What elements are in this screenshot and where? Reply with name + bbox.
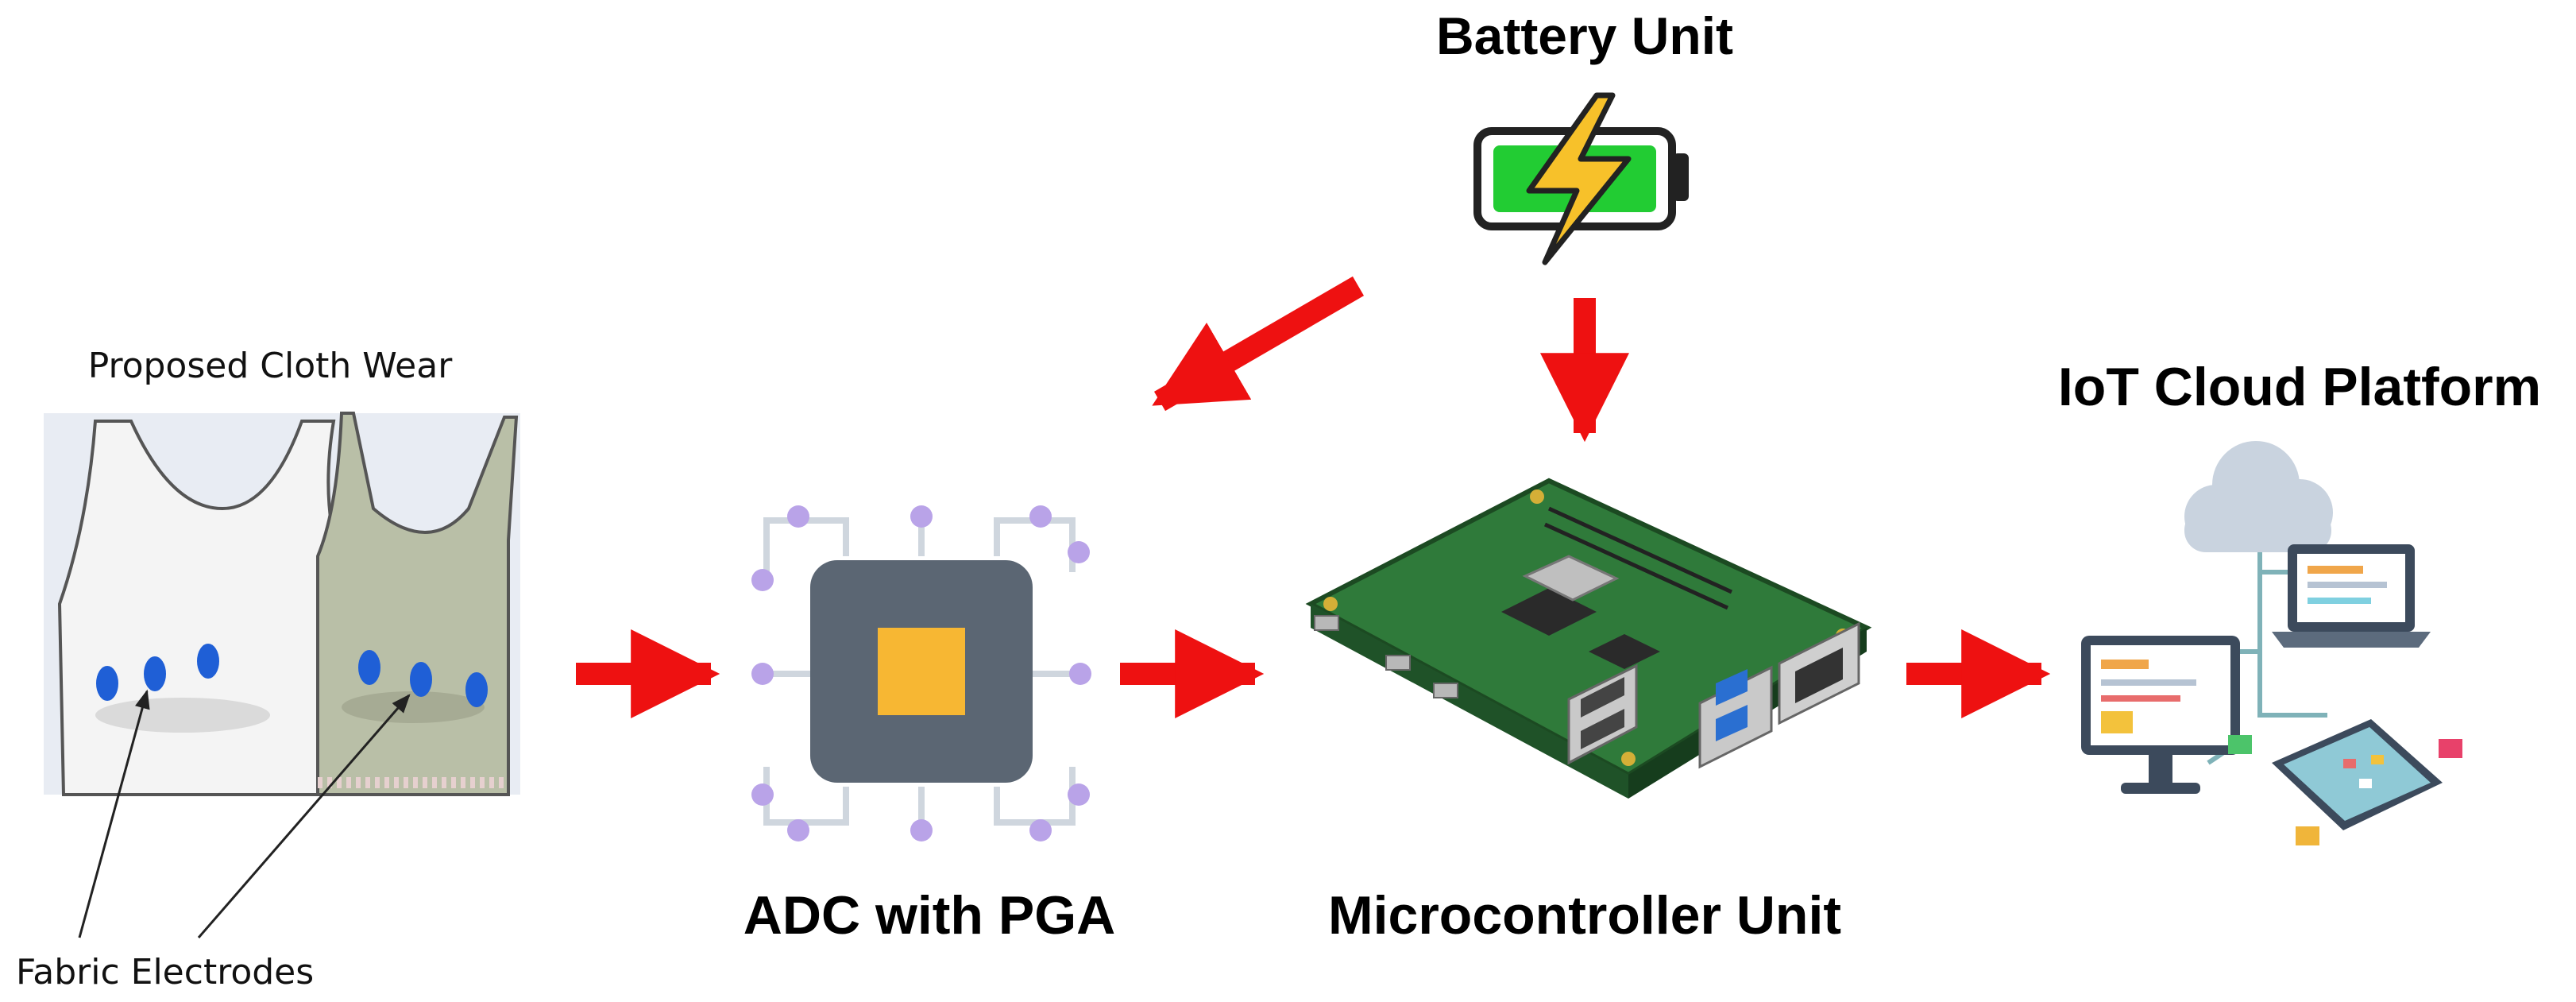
lightning-bolt-icon — [1526, 92, 1632, 265]
microcontroller-label: Microcontroller Unit — [1328, 885, 1841, 946]
flow-arrows — [576, 276, 2051, 718]
iot-cloud-illustration — [2081, 441, 2462, 845]
battery-icon — [1473, 92, 1689, 265]
chip-icon — [751, 505, 1091, 841]
arrow-battery-to-adc — [1152, 276, 1365, 412]
cloth-wear-label: Proposed Cloth Wear — [88, 346, 454, 386]
usb-port-block — [1698, 665, 1773, 769]
fabric-electrode-dots — [96, 644, 488, 707]
raspberry-pi-board-icon — [1305, 478, 1872, 799]
iot-cloud-label: IoT Cloud Platform — [2058, 357, 2541, 417]
cloud-icon — [2184, 441, 2333, 552]
laptop-icon — [2272, 544, 2431, 648]
usb-port-block-2 — [1567, 663, 1638, 765]
fabric-electrodes-label: Fabric Electrodes — [16, 952, 314, 992]
adc-label: ADC with PGA — [743, 885, 1115, 946]
green-camisole — [316, 412, 519, 796]
electrode-pointer-lines — [78, 689, 411, 938]
tablet-icon — [2272, 719, 2443, 830]
ethernet-port — [1778, 621, 1860, 725]
decorative-cubes — [2228, 735, 2462, 845]
battery-unit-label: Battery Unit — [1436, 6, 1733, 65]
monitor-icon — [2081, 636, 2240, 794]
